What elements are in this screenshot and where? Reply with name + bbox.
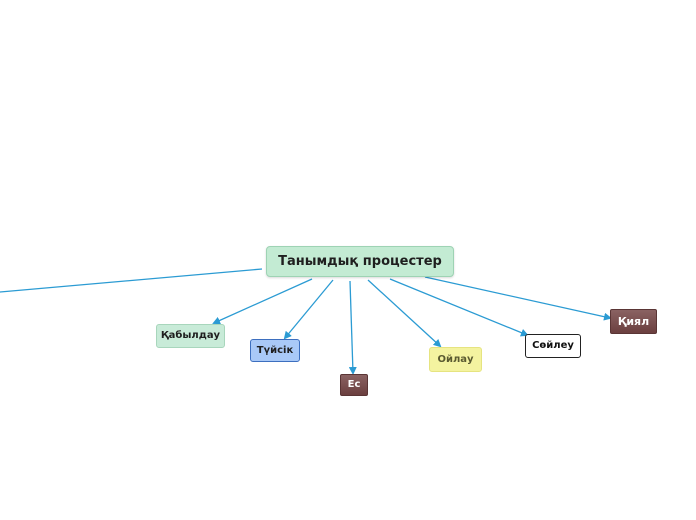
connector-oilau <box>367 279 442 348</box>
node-label: Ойлау <box>437 353 474 365</box>
node-label: Қабылдау <box>160 330 221 341</box>
node-sensation[interactable]: Түйсік <box>250 339 300 362</box>
connector-soileu <box>389 278 529 337</box>
node-memory[interactable]: Ес <box>340 374 368 396</box>
node-perception[interactable]: Қабылдау <box>156 324 225 348</box>
connector-kabyldau <box>212 278 313 325</box>
connector-offscreen <box>0 268 263 293</box>
node-label: Түйсік <box>256 344 294 356</box>
node-label: Сөйлеу <box>532 340 574 351</box>
node-label: Ес <box>347 379 361 390</box>
node-label: Қиял <box>617 315 650 328</box>
connector-tuisik <box>283 279 334 340</box>
root-node-cognitive-processes[interactable]: Танымдық процестер <box>266 246 454 277</box>
connector-kiyal <box>424 276 612 321</box>
node-thinking[interactable]: Ойлау <box>429 347 482 372</box>
node-imagination[interactable]: Қиял <box>610 309 657 334</box>
connector-es <box>348 280 357 375</box>
node-speech[interactable]: Сөйлеу <box>525 334 581 358</box>
root-node-label: Танымдық процестер <box>278 254 442 269</box>
